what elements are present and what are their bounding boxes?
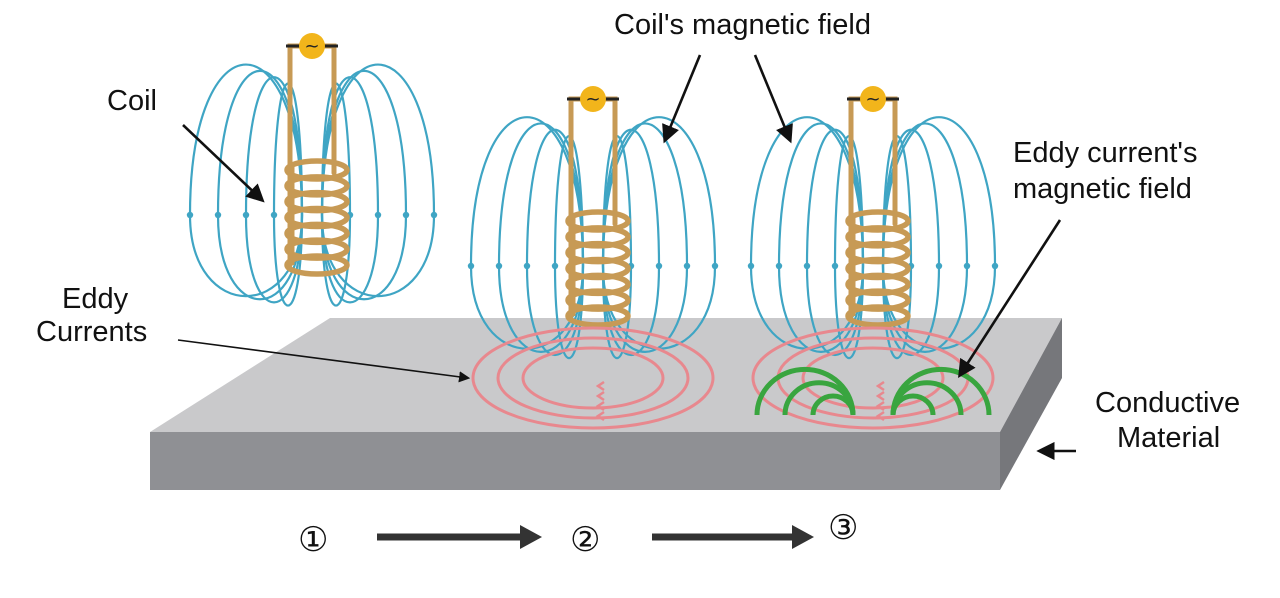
field-dot [430, 211, 438, 219]
coil-field-pointer-arrow-icon [662, 54, 702, 144]
field-dot [747, 262, 755, 270]
plate-side [1000, 318, 1062, 490]
eddy-currents-label-line1: Eddy [62, 283, 129, 315]
svg-text:~: ~ [304, 36, 319, 57]
field-dot [495, 262, 503, 270]
field-line [320, 63, 436, 297]
eddy-current-loop [496, 336, 690, 420]
eddy-current-loops [471, 326, 715, 430]
svg-text:~: ~ [585, 89, 600, 110]
eddy-field-line [890, 366, 992, 416]
eddy-field-lines [754, 366, 992, 416]
conductive-material-label-line2: Material [1117, 422, 1221, 454]
field-line [497, 122, 585, 353]
field-dot [655, 262, 663, 270]
coil-field-pointer-arrow-icon-2 [753, 54, 793, 144]
field-line [216, 69, 304, 301]
eddy-current-arrow-icon [875, 390, 885, 402]
coil-pointer-arrow-icon [182, 124, 265, 203]
field-dot [523, 262, 531, 270]
eddy-current-arrow-icon [595, 410, 605, 422]
field-dot [186, 211, 194, 219]
step-3-label: ③ [828, 508, 859, 548]
coil-wire [284, 43, 350, 277]
eddy-current-arrow-icon [875, 400, 885, 412]
field-dot [803, 262, 811, 270]
field-dot [775, 262, 783, 270]
eddy-field-pointer-arrow-icon [958, 219, 1062, 379]
field-line [272, 82, 304, 307]
field-dot [683, 262, 691, 270]
eddy-current-arrow-icon [595, 390, 605, 402]
eddy-field-line [754, 366, 856, 416]
ac-source-icon: ~ [847, 86, 899, 112]
step-arrow-head [520, 525, 542, 549]
step-2-label: ② [570, 520, 601, 560]
coil-stage-2: ~ [467, 86, 719, 430]
field-line [188, 63, 304, 297]
step-arrows [377, 525, 814, 549]
eddy-field-label-line1: Eddy current's [1013, 137, 1198, 169]
step-1-label: ① [298, 520, 329, 560]
conductive-material-label-line1: Conductive [1095, 387, 1241, 419]
eddy-current-arrow-icon [595, 380, 605, 392]
ac-source-icon: ~ [567, 86, 619, 112]
pointer-arrows [177, 54, 1076, 461]
field-dot [963, 262, 971, 270]
eddy-current-arrow-icon [875, 380, 885, 392]
field-dot [551, 262, 559, 270]
field-line [320, 82, 352, 307]
coil-stage-1: ~ [186, 33, 438, 307]
eddy-current-arrow-icon [875, 410, 885, 422]
field-dot [935, 262, 943, 270]
coil-stage-3: ~ [747, 86, 999, 430]
svg-text:~: ~ [865, 89, 880, 110]
field-line [320, 69, 408, 301]
field-dot [242, 211, 250, 219]
coil-wire [845, 96, 911, 328]
field-dot [402, 211, 410, 219]
eddy-current-loop [471, 326, 715, 430]
eddy-current-loop [521, 346, 665, 410]
field-dot [467, 262, 475, 270]
field-dot [831, 262, 839, 270]
coil-wire [565, 96, 631, 328]
step-arrow-head [792, 525, 814, 549]
field-dot [270, 211, 278, 219]
field-line [777, 122, 865, 353]
coil-field-label: Coil's magnetic field [614, 9, 871, 41]
field-dot [374, 211, 382, 219]
eddy-currents-label-line2: Currents [36, 316, 148, 348]
eddy-currents-pointer-arrow-icon [177, 339, 471, 383]
plate-top [150, 318, 1062, 432]
eddy-field-label-line2: magnetic field [1013, 173, 1192, 205]
field-dot [991, 262, 999, 270]
eddy-current-loop [751, 326, 995, 430]
field-dot [214, 211, 222, 219]
coil-field-lines [186, 63, 438, 307]
field-line [881, 122, 969, 353]
coil-label: Coil [107, 85, 157, 117]
eddy-current-arrow-icon [595, 400, 605, 412]
field-line [601, 122, 689, 353]
field-dot [711, 262, 719, 270]
plate-front [150, 432, 1000, 490]
ac-source-icon: ~ [286, 33, 338, 59]
eddy-current-loop [801, 346, 945, 410]
